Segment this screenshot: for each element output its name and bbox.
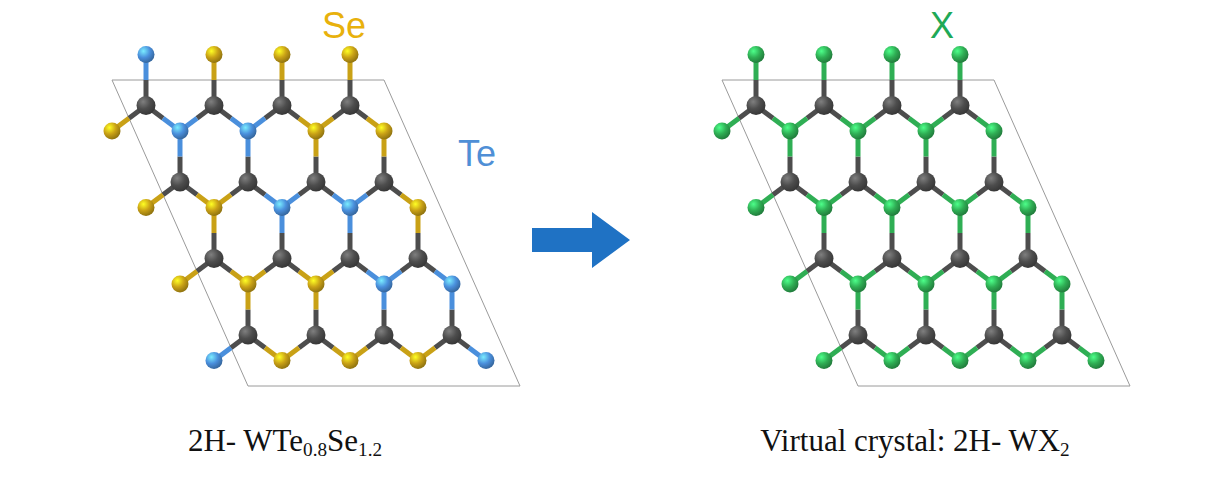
chalcogen-atom: [172, 123, 189, 140]
chalcogen-atom: [1020, 199, 1037, 216]
element-label: Te: [458, 134, 496, 174]
unit-cell: [722, 80, 1130, 386]
block-arrow: [532, 212, 630, 268]
tungsten-atom: [239, 173, 258, 192]
chalcogen-atom: [748, 199, 765, 216]
chalcogen-atom: [478, 352, 495, 369]
chalcogen-atom: [952, 352, 969, 369]
tungsten-atom: [815, 96, 834, 115]
tungsten-atom: [205, 249, 224, 268]
chalcogen-atom: [952, 199, 969, 216]
chalcogen-atom: [952, 46, 969, 63]
chalcogen-atom: [274, 46, 291, 63]
formula-caption: Virtual crystal: 2H- WX2: [760, 424, 1069, 458]
chalcogen-atom: [850, 123, 867, 140]
tungsten-atom: [375, 173, 394, 192]
tungsten-atom: [443, 326, 462, 345]
chalcogen-atom: [1020, 352, 1037, 369]
chalcogen-atom: [884, 46, 901, 63]
chalcogen-atom: [816, 199, 833, 216]
tungsten-atom: [985, 326, 1004, 345]
chalcogen-atom: [816, 352, 833, 369]
chalcogen-atom: [104, 123, 121, 140]
tungsten-atom: [273, 96, 292, 115]
tungsten-atom: [341, 249, 360, 268]
unit-cell: [112, 80, 520, 386]
chalcogen-atom: [308, 123, 325, 140]
chalcogen-atom: [986, 123, 1003, 140]
chalcogen-atom: [376, 276, 393, 293]
tungsten-atom: [917, 173, 936, 192]
chalcogen-atom: [240, 123, 257, 140]
chalcogen-atom: [714, 123, 731, 140]
chalcogen-atom: [1054, 276, 1071, 293]
chalcogen-atom: [240, 276, 257, 293]
tungsten-atom: [1053, 326, 1072, 345]
tungsten-atom: [985, 173, 1004, 192]
chalcogen-atom: [172, 276, 189, 293]
lattice: [104, 46, 521, 386]
tungsten-atom: [375, 326, 394, 345]
formula-caption: 2H- WTe0.8Se1.2: [188, 424, 382, 458]
tungsten-atom: [1019, 249, 1038, 268]
tungsten-atom: [883, 249, 902, 268]
chalcogen-atom: [816, 46, 833, 63]
element-label: Se: [322, 6, 366, 46]
structure-panel: X Virtual crystal: 2H- WX2: [640, 0, 1209, 484]
chalcogen-atom: [138, 46, 155, 63]
chalcogen-atom: [342, 352, 359, 369]
chalcogen-atom: [410, 352, 427, 369]
tungsten-atom: [205, 96, 224, 115]
tungsten-atom: [951, 249, 970, 268]
chalcogen-atom: [206, 199, 223, 216]
element-label: X: [930, 6, 954, 46]
chalcogen-atom: [444, 276, 461, 293]
tungsten-atom: [951, 96, 970, 115]
chalcogen-atom: [918, 123, 935, 140]
chalcogen-atom: [206, 46, 223, 63]
tungsten-atom: [815, 249, 834, 268]
tungsten-atom: [307, 326, 326, 345]
chalcogen-atom: [918, 276, 935, 293]
chalcogen-atom: [342, 199, 359, 216]
chalcogen-atom: [206, 352, 223, 369]
chalcogen-atom: [884, 352, 901, 369]
tungsten-atom: [849, 326, 868, 345]
chalcogen-atom: [782, 123, 799, 140]
chalcogen-atom: [884, 199, 901, 216]
tungsten-atom: [883, 96, 902, 115]
tungsten-atom: [239, 326, 258, 345]
tungsten-atom: [409, 249, 428, 268]
chalcogen-atom: [782, 276, 799, 293]
chalcogen-atom: [376, 123, 393, 140]
chalcogen-atom: [274, 199, 291, 216]
chalcogen-atom: [986, 276, 1003, 293]
tungsten-atom: [171, 173, 190, 192]
tungsten-atom: [849, 173, 868, 192]
tungsten-atom: [273, 249, 292, 268]
chalcogen-atom: [1088, 352, 1105, 369]
tungsten-atom: [917, 326, 936, 345]
chalcogen-atom: [748, 46, 765, 63]
chalcogen-atom: [138, 199, 155, 216]
chalcogen-atom: [274, 352, 291, 369]
tungsten-atom: [137, 96, 156, 115]
tungsten-atom: [747, 96, 766, 115]
chalcogen-atom: [308, 276, 325, 293]
chalcogen-atom: [342, 46, 359, 63]
tungsten-atom: [341, 96, 360, 115]
lattice: [714, 46, 1131, 386]
tungsten-atom: [781, 173, 800, 192]
chalcogen-atom: [850, 276, 867, 293]
structure-panel: SeTe 2H- WTe0.8Se1.2: [0, 0, 530, 484]
tungsten-atom: [307, 173, 326, 192]
chalcogen-atom: [410, 199, 427, 216]
